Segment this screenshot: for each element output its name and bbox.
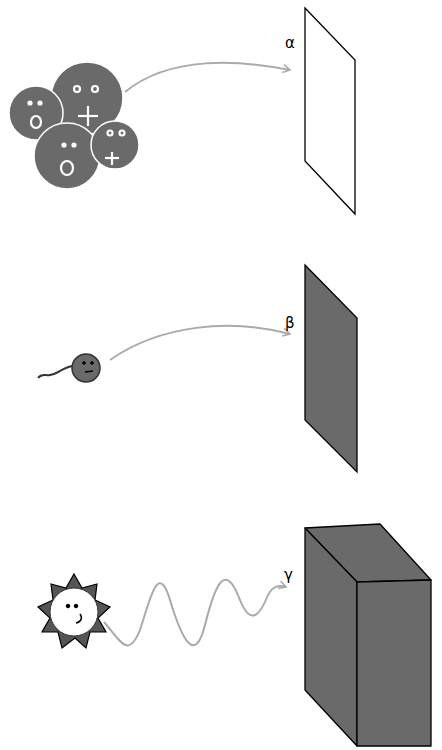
paper-sheet: [305, 8, 355, 214]
beta-tail: [38, 366, 72, 378]
lead-block: [305, 524, 431, 746]
radiation-symbol: γ: [284, 568, 293, 583]
beta-path: [110, 326, 290, 360]
gamma-wave: [104, 580, 286, 646]
particle-faces: [29, 86, 125, 175]
alpha-particle: [9, 62, 139, 189]
beta-particle: [72, 354, 100, 382]
gamma-face: [66, 604, 81, 623]
radiation-symbol: β: [285, 316, 295, 331]
gamma-core: [50, 588, 98, 636]
radiation-symbol: α: [285, 36, 295, 51]
gamma-burst: [38, 574, 110, 648]
aluminium-sheet: [305, 265, 357, 472]
alpha-path: [125, 63, 290, 92]
beta-face: [83, 362, 94, 372]
